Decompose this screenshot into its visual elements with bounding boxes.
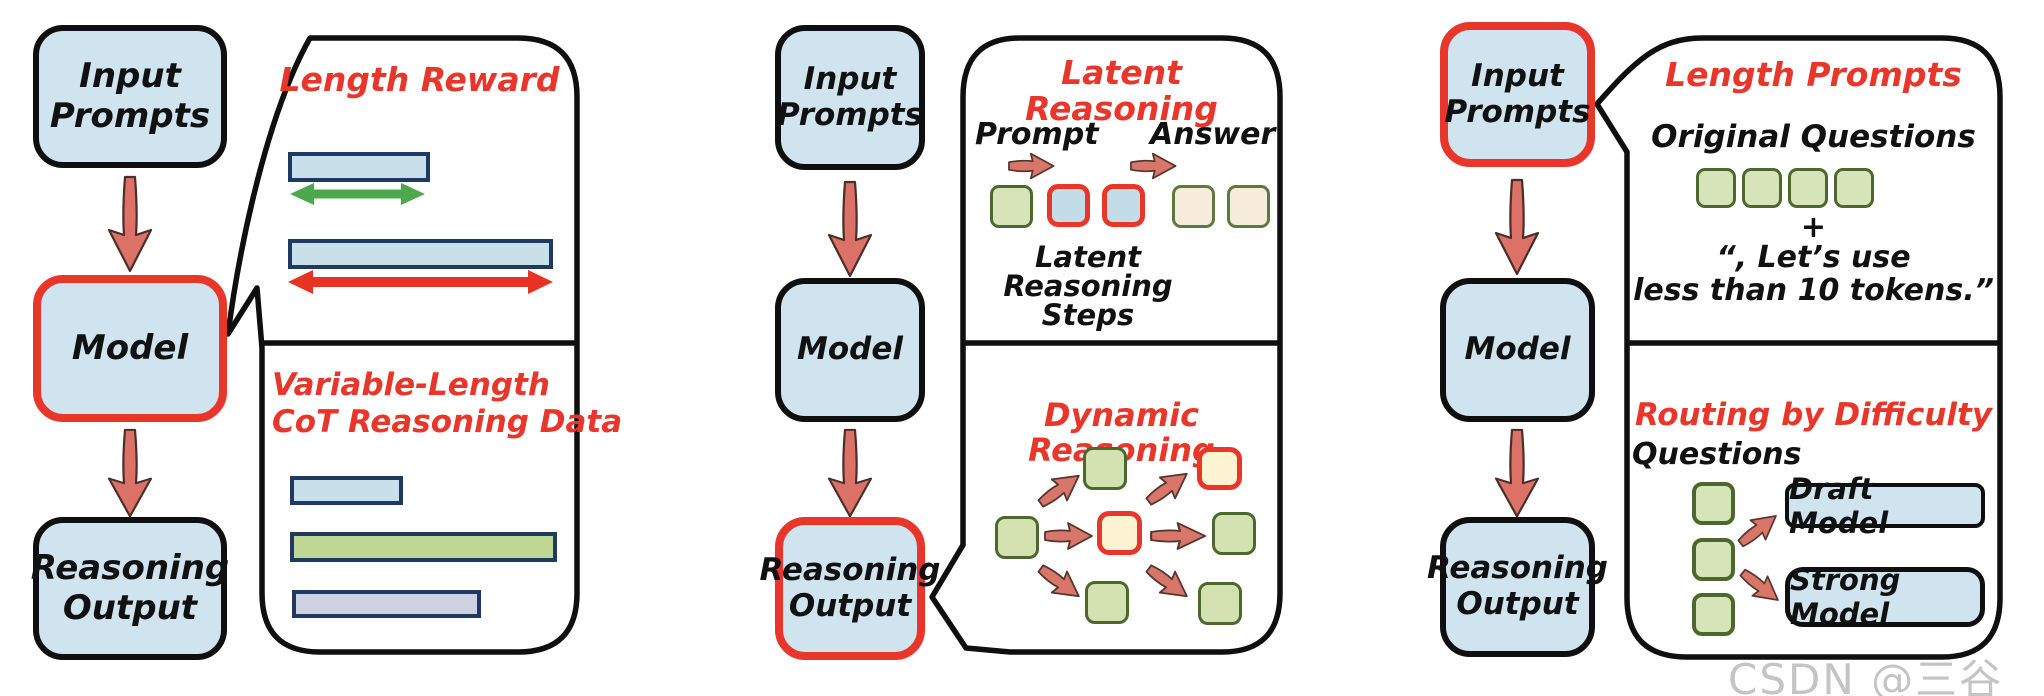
long-length-double-arrow-icon — [288, 270, 553, 294]
variable-length-title-line2: CoT Reasoning Data — [272, 404, 623, 440]
draft-model-label: Draft Model — [1789, 471, 1889, 540]
question-token — [1692, 538, 1735, 581]
original-questions-label: Original Questions — [1651, 119, 1976, 155]
reasoning-output-label: Reasoning Output — [1427, 550, 1608, 622]
cot-data-bar-medium — [292, 590, 481, 618]
strong-model-box: Strong Model — [1785, 563, 1985, 631]
latent-reasoning-title: Latent Reasoning — [1025, 53, 1218, 129]
model-box-3: Model — [1440, 278, 1595, 422]
cot-data-bar-short — [290, 476, 403, 505]
latent-steps-label-line2: Reasoning — [1003, 269, 1173, 303]
length-reward-title: Length Reward — [279, 60, 560, 99]
latent-token — [1047, 184, 1090, 227]
reasoning-output-label: Reasoning Output — [759, 551, 941, 624]
reasoning-output-box-2: Reasoning Output — [760, 517, 941, 660]
input-prompts-label: Input Prompts — [776, 60, 924, 133]
draft-model-box: Draft Model — [1785, 472, 1985, 540]
selected-reasoning-node — [1197, 447, 1242, 490]
flow-arrow-icon — [827, 428, 873, 518]
short-length-double-arrow-icon — [290, 183, 425, 205]
input-prompts-label: Input Prompts — [49, 56, 211, 136]
routing-by-difficulty-title: Routing by Difficulty — [1634, 397, 1993, 433]
questions-label: Questions — [1632, 437, 1802, 472]
reasoning-node — [1085, 581, 1129, 624]
reasoning-node — [1198, 582, 1242, 625]
long-response-bar — [288, 239, 553, 269]
input-prompts-box-1: Input Prompts — [33, 25, 227, 168]
short-response-bar — [288, 152, 430, 182]
prompt-token — [990, 185, 1033, 228]
question-token — [1742, 168, 1782, 208]
flow-arrow-icon — [1494, 178, 1540, 276]
reasoning-output-label: Reasoning Output — [30, 548, 230, 628]
flow-arrow-icon — [827, 180, 873, 278]
question-token — [1692, 593, 1735, 636]
reasoning-output-box-1: Reasoning Output — [30, 517, 230, 660]
dynamic-reasoning-title: Dynamic Reasoning — [1028, 396, 1215, 468]
latent-token — [1102, 184, 1145, 227]
question-token — [1692, 482, 1735, 525]
model-box-1: Model — [33, 275, 227, 422]
reasoning-node — [1083, 447, 1127, 490]
latent-steps-label-line1: Latent — [1034, 240, 1142, 274]
answer-label: Answer — [1150, 117, 1276, 152]
selected-reasoning-node — [1097, 511, 1142, 555]
input-prompts-label: Input Prompts — [1444, 57, 1591, 130]
latent-steps-label-line3: Steps — [1041, 298, 1135, 332]
variable-length-title-line1: Variable-Length — [272, 367, 550, 403]
answer-token — [1172, 185, 1215, 228]
input-prompts-box-2: Input Prompts — [775, 25, 925, 170]
flow-arrow-icon — [107, 428, 153, 518]
prompt-label: Prompt — [975, 117, 1099, 152]
length-prompts-title: Length Prompts — [1665, 55, 1962, 94]
length-prompt-quote-line1: “, Let’s use — [1716, 240, 1911, 275]
question-token — [1834, 168, 1874, 208]
plus-sign: + — [1800, 210, 1827, 245]
question-token — [1696, 168, 1736, 208]
flow-arrow-icon — [107, 175, 153, 273]
reasoning-node — [995, 516, 1039, 559]
reasoning-node — [1212, 512, 1256, 555]
reasoning-output-box-3: Reasoning Output — [1427, 517, 1608, 657]
cot-data-bar-long — [290, 532, 557, 562]
model-label: Model — [1464, 331, 1571, 368]
answer-token — [1227, 185, 1270, 228]
flow-arrow-icon — [1494, 428, 1540, 518]
input-prompts-box-3: Input Prompts — [1440, 22, 1595, 167]
question-token — [1788, 168, 1828, 208]
model-box-2: Model — [775, 278, 925, 422]
model-label: Model — [797, 331, 903, 368]
model-label: Model — [71, 327, 189, 368]
length-prompt-quote-line2: less than 10 tokens.” — [1633, 273, 1994, 308]
csdn-watermark: CSDN @三谷秋水 — [1728, 655, 2004, 696]
strong-model-label: Strong Model — [1790, 563, 1901, 631]
